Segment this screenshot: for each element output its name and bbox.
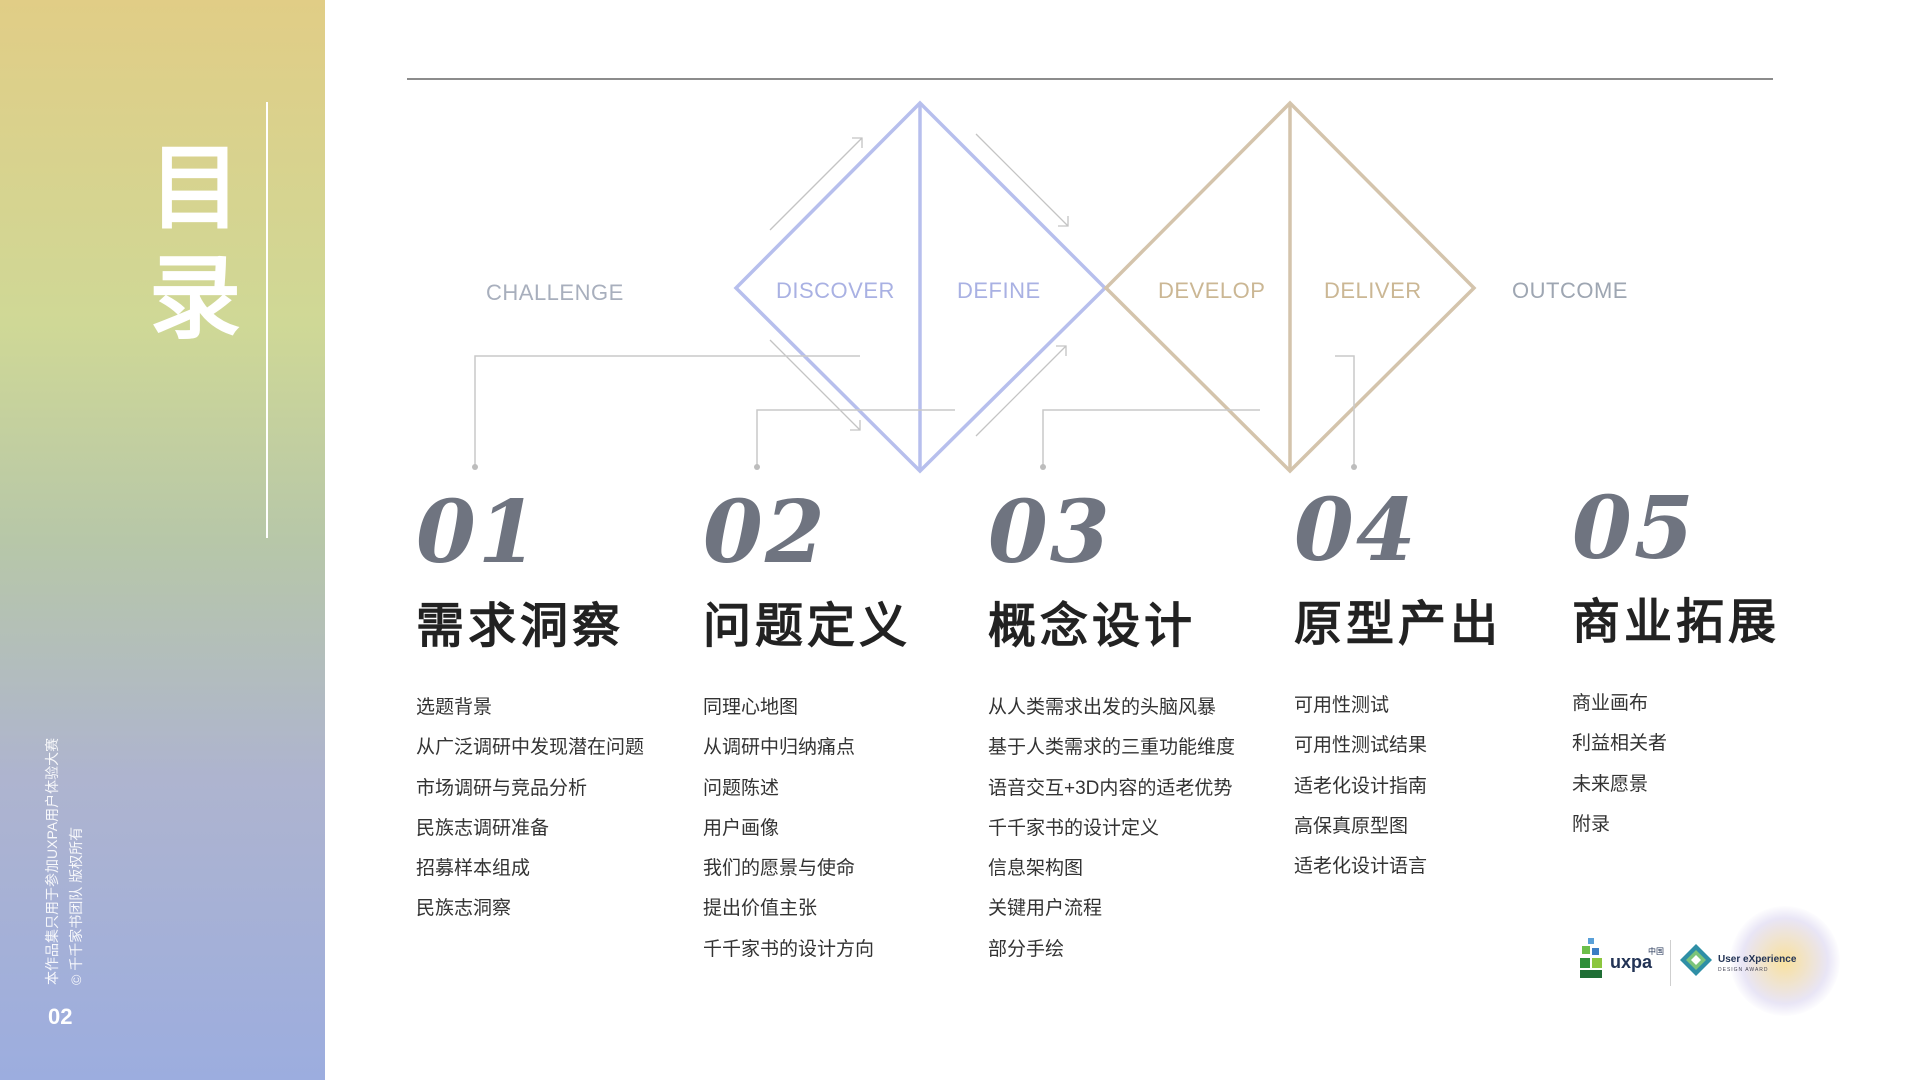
section-item-list: 同理心地图 从调研中归纳痛点 问题陈述 用户画像 我们的愿景与使命 提出价值主张… bbox=[703, 688, 911, 970]
list-item[interactable]: 千千家书的设计方向 bbox=[703, 938, 875, 960]
list-item[interactable]: 语音交互+3D内容的适老优势 bbox=[988, 777, 1233, 799]
uxpa-logo-cn: 中国 bbox=[1648, 947, 1664, 956]
list-item[interactable]: 提出价值主张 bbox=[703, 898, 818, 920]
section-title[interactable]: 原型产出 bbox=[1294, 596, 1503, 652]
top-divider bbox=[407, 78, 1773, 80]
stage-label-develop: DEVELOP bbox=[1158, 278, 1266, 303]
list-item[interactable]: 未来愿景 bbox=[1572, 773, 1649, 795]
section-item-list: 商业画布 利益相关者 未来愿景 附录 bbox=[1572, 684, 1780, 845]
list-item[interactable]: 高保真原型图 bbox=[1294, 815, 1409, 837]
section-item-list: 从人类需求出发的头脑风暴 基于人类需求的三重功能维度 语音交互+3D内容的适老优… bbox=[988, 688, 1235, 970]
process-arrows bbox=[769, 133, 1069, 437]
logo-glow bbox=[1730, 906, 1840, 1016]
section-item-list: 选题背景 从广泛调研中发现潜在问题 市场调研与竞品分析 民族志调研准备 招募样本… bbox=[416, 688, 644, 930]
list-item[interactable]: 从广泛调研中发现潜在问题 bbox=[416, 737, 645, 759]
section-04: 04 原型产出 可用性测试 可用性测试结果 适老化设计指南 高保真原型图 适老化… bbox=[1294, 486, 1502, 887]
list-item[interactable]: 市场调研与竞品分析 bbox=[416, 777, 588, 799]
list-item[interactable]: 从调研中归纳痛点 bbox=[703, 737, 856, 759]
section-number: 04 bbox=[1294, 480, 1418, 581]
stage-label-outcome: OUTCOME bbox=[1512, 278, 1628, 303]
page-number: 02 bbox=[48, 1004, 73, 1029]
stage-label-discover: DISCOVER bbox=[776, 278, 895, 303]
section-item-list: 可用性测试 可用性测试结果 适老化设计指南 高保真原型图 适老化设计语言 bbox=[1294, 686, 1502, 887]
list-item[interactable]: 适老化设计指南 bbox=[1294, 775, 1428, 797]
list-item[interactable]: 招募样本组成 bbox=[416, 858, 531, 880]
list-item[interactable]: 千千家书的设计定义 bbox=[988, 817, 1160, 839]
list-item[interactable]: 利益相关者 bbox=[1572, 733, 1668, 755]
list-item[interactable]: 商业画布 bbox=[1572, 693, 1649, 714]
ux-award-title: User eXperience bbox=[1718, 954, 1797, 965]
section-number: 05 bbox=[1572, 478, 1696, 579]
sponsor-logos: uxpa 中国 User eXperience DESIGN AWARD bbox=[1578, 906, 1840, 1016]
section-01: 01 需求洞察 选题背景 从广泛调研中发现潜在问题 市场调研与竞品分析 民族志调… bbox=[416, 488, 644, 930]
section-number: 01 bbox=[416, 482, 540, 583]
list-item[interactable]: 可用性测试 bbox=[1294, 695, 1390, 716]
section-connectors bbox=[474, 355, 1355, 466]
sidebar-divider bbox=[266, 102, 268, 538]
list-item[interactable]: 从人类需求出发的头脑风暴 bbox=[988, 697, 1217, 718]
list-item[interactable]: 选题背景 bbox=[416, 697, 493, 718]
section-number: 03 bbox=[988, 482, 1112, 583]
list-item[interactable]: 我们的愿景与使命 bbox=[703, 858, 856, 880]
sidebar-panel: 目 录 本作品集只用于参加UXPA用户体验大赛 © 千千家书团队 版权所有 02 bbox=[0, 0, 325, 1080]
ux-award-subtitle: DESIGN AWARD bbox=[1718, 967, 1769, 973]
section-02: 02 问题定义 同理心地图 从调研中归纳痛点 问题陈述 用户画像 我们的愿景与使… bbox=[703, 488, 911, 970]
list-item[interactable]: 用户画像 bbox=[703, 817, 780, 839]
logo-divider bbox=[1670, 940, 1671, 986]
section-05: 05 商业拓展 商业画布 利益相关者 未来愿景 附录 bbox=[1572, 484, 1780, 845]
list-item[interactable]: 关键用户流程 bbox=[988, 898, 1103, 920]
list-item[interactable]: 附录 bbox=[1572, 813, 1611, 835]
stage-label-define: DEFINE bbox=[957, 278, 1041, 303]
connector-dots bbox=[472, 464, 1357, 470]
list-item[interactable]: 部分手绘 bbox=[988, 938, 1065, 960]
uxpa-logo-text: uxpa bbox=[1610, 952, 1653, 972]
list-item[interactable]: 信息架构图 bbox=[988, 858, 1084, 880]
uxpa-logo-icon bbox=[1580, 938, 1602, 978]
list-item[interactable]: 民族志调研准备 bbox=[416, 817, 550, 839]
list-item[interactable]: 问题陈述 bbox=[703, 777, 780, 799]
ux-award-logo-icon bbox=[1680, 944, 1712, 976]
toc-title-char-1: 目 bbox=[148, 134, 241, 242]
section-03: 03 概念设计 从人类需求出发的头脑风暴 基于人类需求的三重功能维度 语音交互+… bbox=[988, 488, 1235, 970]
section-title[interactable]: 问题定义 bbox=[703, 598, 912, 654]
toc-title-char-2: 录 bbox=[148, 244, 241, 352]
section-title[interactable]: 需求洞察 bbox=[416, 598, 625, 654]
section-number: 02 bbox=[703, 482, 827, 583]
stage-label-deliver: DELIVER bbox=[1324, 278, 1422, 303]
list-item[interactable]: 基于人类需求的三重功能维度 bbox=[988, 737, 1236, 759]
list-item[interactable]: 适老化设计语言 bbox=[1294, 856, 1428, 878]
stage-label-challenge: CHALLENGE bbox=[486, 280, 624, 305]
list-item[interactable]: 同理心地图 bbox=[703, 697, 799, 718]
section-title[interactable]: 概念设计 bbox=[988, 598, 1197, 654]
list-item[interactable]: 可用性测试结果 bbox=[1294, 735, 1428, 757]
list-item[interactable]: 民族志洞察 bbox=[416, 898, 512, 920]
section-title[interactable]: 商业拓展 bbox=[1572, 594, 1781, 650]
